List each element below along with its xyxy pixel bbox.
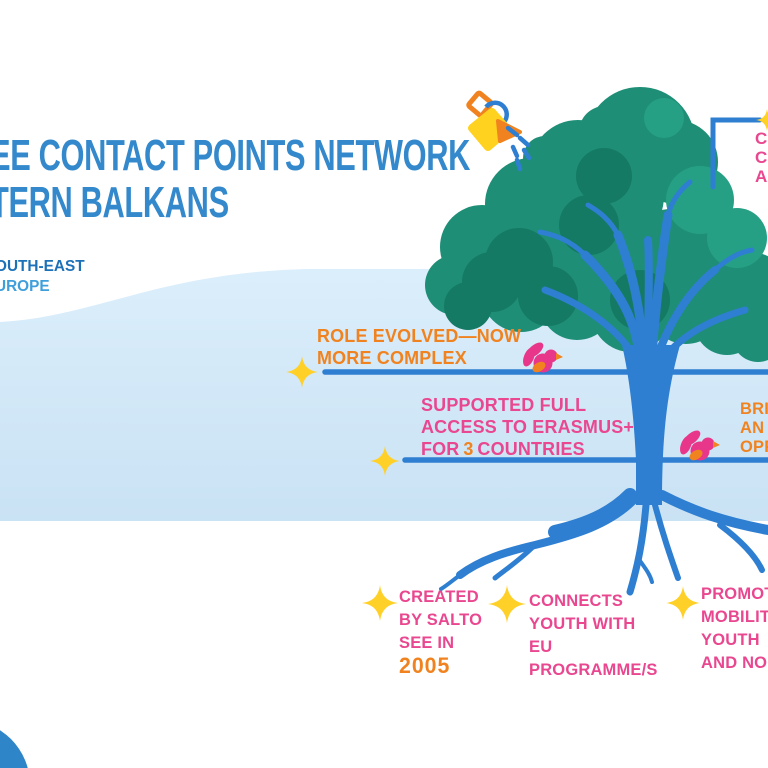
note-line: BY SALTO bbox=[399, 610, 483, 629]
callout-fragment: A bbox=[755, 167, 768, 186]
note-created-2005: CREATED BY SALTO SEE IN 2005 bbox=[399, 585, 482, 678]
water-drops-icon bbox=[505, 125, 532, 172]
note-connects-youth: CONNECTS YOUTH WITH EU PROGRAMME/S bbox=[529, 589, 658, 681]
note-line: SUPPORTED FULL bbox=[421, 394, 587, 415]
note-line: YOUTH bbox=[701, 630, 760, 649]
note-line: EU bbox=[529, 637, 553, 656]
note-line: CREATED bbox=[399, 587, 479, 606]
note-line: OPP bbox=[740, 437, 768, 456]
watering-can-icon bbox=[466, 90, 522, 151]
salto-logo-text: OUTH-EAST UROPE bbox=[0, 257, 85, 297]
sparkle-icon bbox=[666, 586, 700, 620]
note-number: 3 bbox=[463, 438, 474, 459]
note-promotes-mobility: PROMOT MOBILIT YOUTH AND NO bbox=[701, 582, 768, 674]
note-line: ROLE EVOLVED—NOW bbox=[317, 325, 522, 346]
bird-icon bbox=[680, 430, 720, 461]
callout-bracket bbox=[710, 117, 763, 190]
sparkle-icon bbox=[488, 585, 526, 623]
sparkle-icons bbox=[286, 356, 700, 623]
page-title: EE CONTACT POINTS NETWORK TERN BALKANS bbox=[0, 132, 470, 226]
note-right-cropped: BRI AN OPP bbox=[740, 399, 768, 456]
note-line: PROMOT bbox=[701, 584, 768, 603]
sparkle-icon bbox=[370, 446, 400, 476]
callout-fragment: C bbox=[755, 129, 768, 148]
note-line: MORE COMPLEX bbox=[317, 347, 467, 368]
note-line: YOUTH WITH bbox=[529, 614, 636, 633]
note-role-evolved: ROLE EVOLVED—NOW MORE COMPLEX bbox=[317, 325, 521, 369]
note-line: AN bbox=[740, 418, 765, 437]
sparkle-icon bbox=[286, 356, 318, 388]
logo-line-1: OUTH-EAST bbox=[0, 258, 85, 275]
tree-trunk bbox=[622, 345, 680, 505]
tree-roots bbox=[439, 488, 768, 596]
note-line: MOBILIT bbox=[701, 607, 768, 626]
title-line-2: TERN BALKANS bbox=[0, 178, 229, 227]
callout-fragment: C bbox=[755, 148, 768, 167]
note-line: AND NO bbox=[701, 653, 768, 672]
logo-line-2: UROPE bbox=[0, 278, 50, 295]
callout-text-cropped: C C A bbox=[755, 129, 767, 186]
note-line: BRI bbox=[740, 399, 768, 418]
sparkle-icon bbox=[362, 585, 398, 621]
note-year: 2005 bbox=[399, 653, 451, 678]
note-line: SEE IN bbox=[399, 633, 455, 652]
title-line-1: EE CONTACT POINTS NETWORK bbox=[0, 131, 471, 180]
branch-lines bbox=[322, 369, 768, 463]
tree-branches bbox=[537, 179, 755, 369]
note-line: ACCESS TO ERASMUS+ bbox=[421, 416, 635, 437]
sparkle-icon bbox=[756, 109, 768, 131]
tree-canopy-icon bbox=[425, 87, 768, 362]
bird-icon bbox=[523, 342, 563, 373]
note-text: COUNTRIES bbox=[477, 438, 585, 459]
note-text: FOR bbox=[421, 438, 460, 459]
note-line: PROGRAMME/S bbox=[529, 660, 658, 679]
note-line: CONNECTS bbox=[529, 591, 624, 610]
